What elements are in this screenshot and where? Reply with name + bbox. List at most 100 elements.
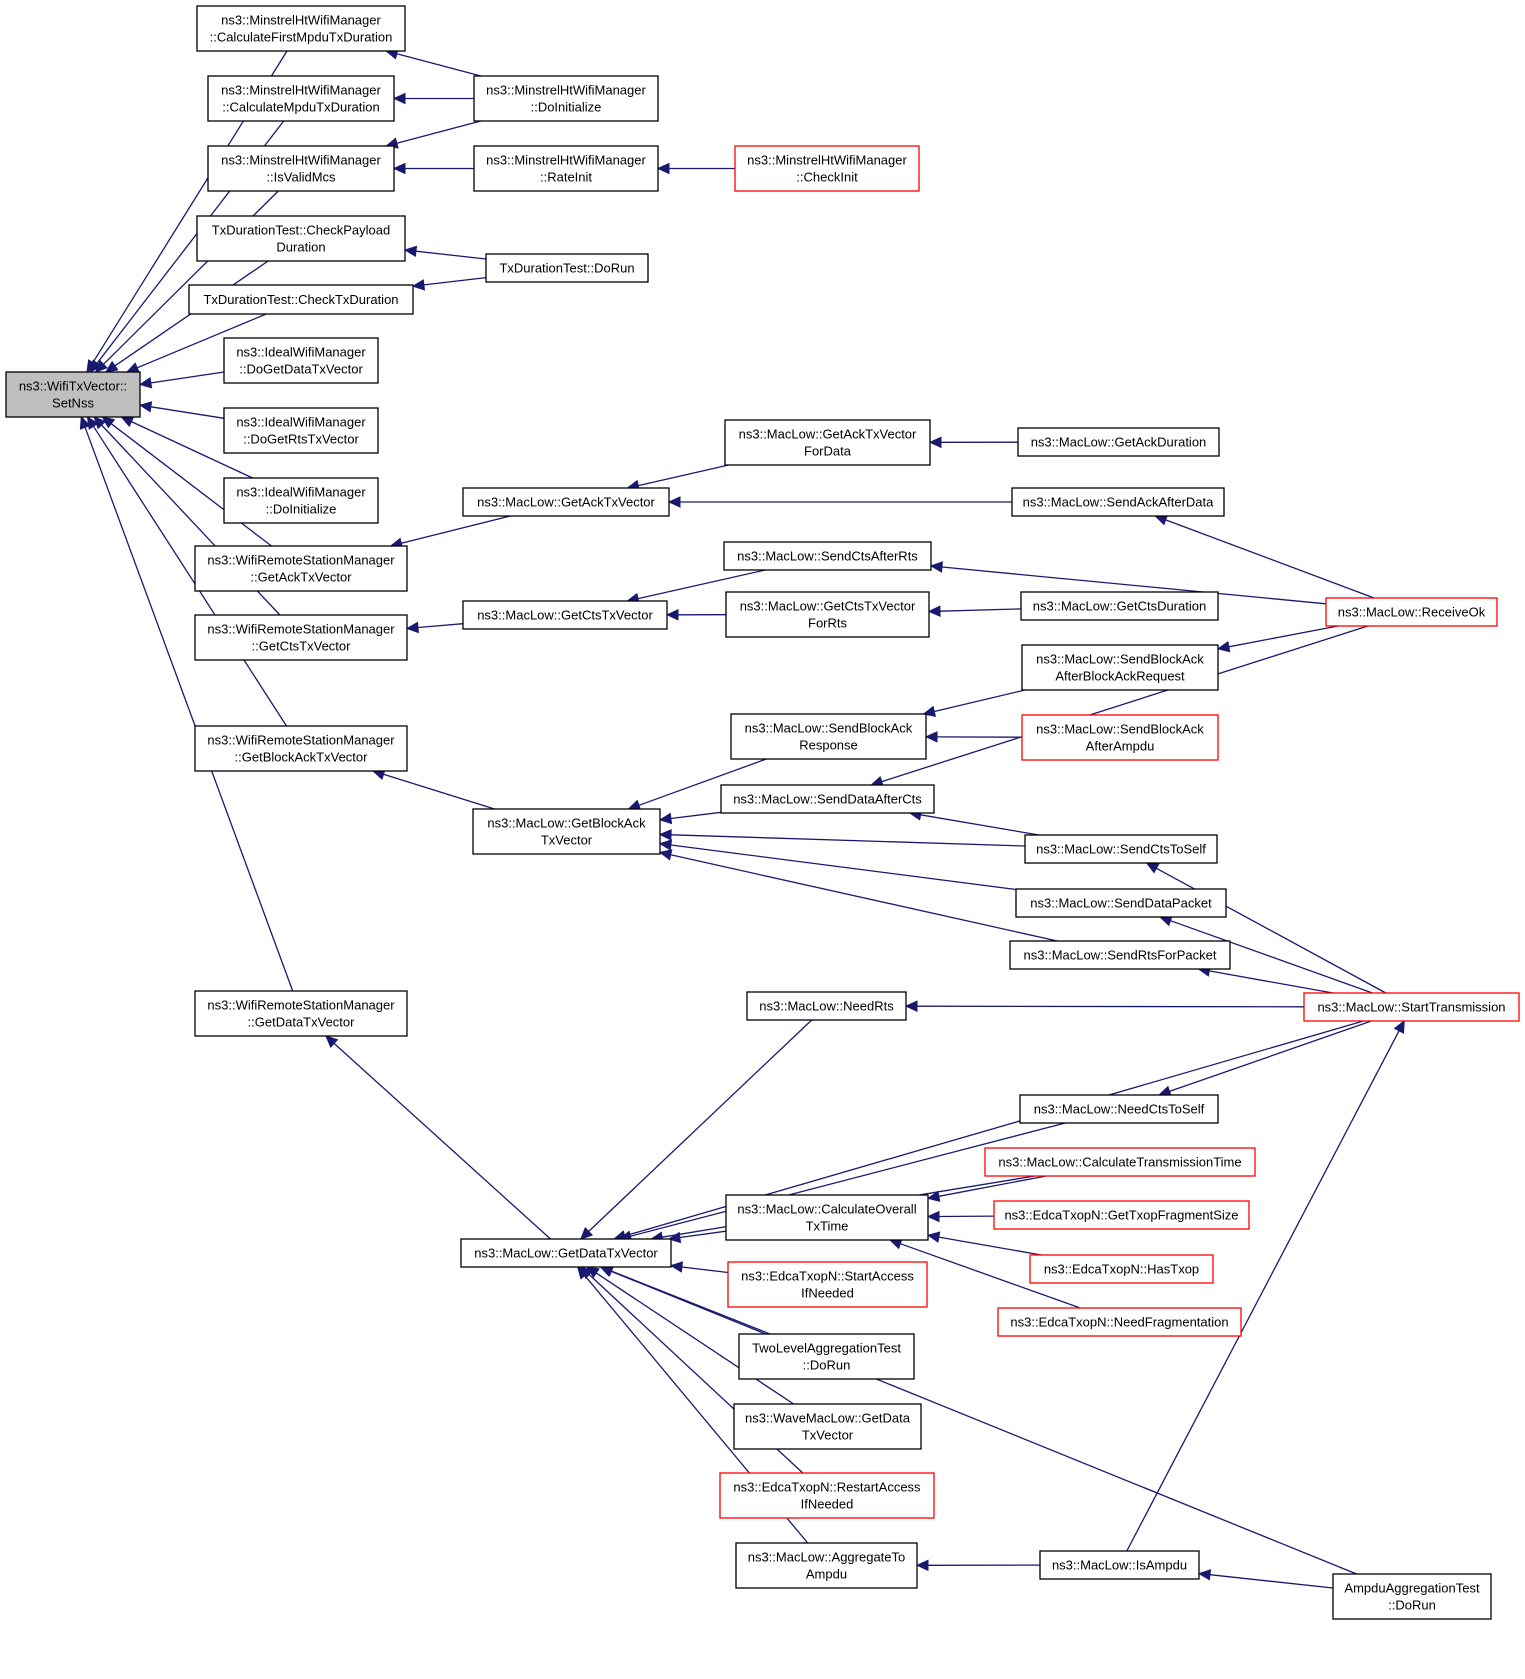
node-i_rts[interactable]: ns3::IdealWifiManager::DoGetRtsTxVector [223, 407, 379, 454]
arrowhead-ampdu_test-to-ml_data [599, 1265, 614, 1277]
node-label-ml_aggr-1: Ampdu [806, 1567, 847, 1582]
edge-ml_block-to-w_block [383, 773, 495, 810]
node-w_cts[interactable]: ns3::WifiRemoteStationManager::GetCtsTxV… [194, 614, 408, 661]
node-box-ml_start [1303, 992, 1520, 1022]
node-box-ml_srts [1009, 940, 1231, 970]
node-box-ml_ctsdur [1020, 591, 1219, 621]
arrowhead-i_init-to-root [120, 416, 135, 428]
node-m_first[interactable]: ns3::MinstrelHtWifiManager::CalculateFir… [196, 5, 406, 52]
node-label-tl_dorun-0: TwoLevelAggregationTest [752, 1341, 901, 1356]
edge-e_has-to-ml_calcoverall [938, 1236, 1042, 1256]
node-m_valid[interactable]: ns3::MinstrelHtWifiManager::IsValidMcs [207, 145, 395, 192]
arrowhead-ml_start-to-ml_scts [1145, 862, 1160, 874]
edge-ml_start-to-ml_scts [1156, 867, 1387, 994]
node-label-ml_sbaabr-1: AfterBlockAckRequest [1055, 669, 1185, 684]
node-label-ml_block-0: ns3::MacLow::GetBlockAck [487, 816, 646, 831]
node-ml_ack[interactable]: ns3::MacLow::GetAckTxVector [462, 487, 670, 517]
node-ml_sendcts[interactable]: ns3::MacLow::SendCtsAfterRts [723, 541, 932, 571]
node-box-t_checktx [188, 284, 414, 315]
node-ml_block[interactable]: ns3::MacLow::GetBlockAckTxVector [472, 808, 661, 855]
node-label-m_valid-1: ::IsValidMcs [266, 170, 336, 185]
node-tl_dorun[interactable]: TwoLevelAggregationTest::DoRun [738, 1333, 915, 1380]
arrowhead-t_payload-to-root [104, 360, 119, 373]
node-w_ack[interactable]: ns3::WifiRemoteStationManager::GetAckTxV… [194, 545, 408, 592]
node-ml_scts[interactable]: ns3::MacLow::SendCtsToSelf [1024, 834, 1218, 864]
node-e_frag[interactable]: ns3::EdcaTxopN::GetTxopFragmentSize [993, 1200, 1250, 1230]
node-i_data[interactable]: ns3::IdealWifiManager::DoGetDataTxVector [223, 337, 379, 384]
node-ml_sdac[interactable]: ns3::MacLow::SendDataAfterCts [720, 784, 935, 814]
edge-ml_ackfor-to-ml_ack [638, 464, 729, 487]
node-wave[interactable]: ns3::WaveMacLow::GetDataTxVector [733, 1403, 922, 1450]
arrowhead-ml_recv-to-ml_sbaabr [1216, 641, 1231, 653]
arrowhead-ml_sdp-to-ml_block [658, 839, 673, 851]
node-ml_cts[interactable]: ns3::MacLow::GetCtsTxVector [462, 600, 668, 630]
node-m_checkinit[interactable]: ns3::MinstrelHtWifiManager::CheckInit [734, 145, 920, 192]
node-box-m_mpdu [207, 75, 395, 122]
node-label-w_cts-0: ns3::WifiRemoteStationManager [207, 622, 395, 637]
node-m_mpdu[interactable]: ns3::MinstrelHtWifiManager::CalculateMpd… [207, 75, 395, 122]
node-label-w_block-1: ::GetBlockAckTxVector [235, 750, 369, 765]
node-label-ml_sendack-0: ns3::MacLow::SendAckAfterData [1023, 495, 1215, 510]
node-ml_sendack[interactable]: ns3::MacLow::SendAckAfterData [1011, 487, 1225, 517]
node-i_init[interactable]: ns3::IdealWifiManager::DoInitialize [223, 477, 379, 524]
node-box-root [5, 371, 141, 418]
edge-layer [79, 48, 1405, 1589]
node-ml_ackdur[interactable]: ns3::MacLow::GetAckDuration [1017, 427, 1220, 457]
node-box-ml_calcoverall [725, 1194, 929, 1241]
edge-ml_ctsdur-to-ml_ctsfor [939, 608, 1022, 612]
node-ml_ctsdur[interactable]: ns3::MacLow::GetCtsDuration [1020, 591, 1219, 621]
node-label-ml_ackfor-0: ns3::MacLow::GetAckTxVector [739, 427, 917, 442]
node-box-ml_sendack [1011, 487, 1225, 517]
edge-ml_sendcts-to-ml_cts [637, 569, 766, 600]
node-e_has[interactable]: ns3::EdcaTxopN::HasTxop [1029, 1254, 1214, 1284]
node-w_block[interactable]: ns3::WifiRemoteStationManager::GetBlockA… [194, 725, 408, 772]
edge-ml_calctx-to-ml_calcoverall [938, 1175, 1047, 1197]
node-ml_sbaabr[interactable]: ns3::MacLow::SendBlockAckAfterBlockAckRe… [1021, 644, 1219, 691]
arrowhead-m_doinit-to-m_mpdu [392, 92, 406, 105]
node-m_doinit[interactable]: ns3::MinstrelHtWifiManager::DoInitialize [473, 75, 659, 122]
arrowhead-m_mpdu-to-root [89, 359, 102, 373]
node-box-ml_scts [1024, 834, 1218, 864]
node-ml_recv[interactable]: ns3::MacLow::ReceiveOk [1325, 597, 1498, 627]
node-w_data[interactable]: ns3::WifiRemoteStationManager::GetDataTx… [194, 990, 408, 1037]
node-label-ml_aggr-0: ns3::MacLow::AggregateTo [748, 1550, 906, 1565]
node-root[interactable]: ns3::WifiTxVector::SetNss [5, 371, 141, 418]
node-e_needfrag[interactable]: ns3::EdcaTxopN::NeedFragmentation [997, 1307, 1242, 1337]
edge-ampdu_test-to-ml_isampdu [1209, 1574, 1334, 1589]
node-ampdu_test[interactable]: AmpduAggregationTest::DoRun [1332, 1573, 1492, 1620]
node-t_checktx[interactable]: TxDurationTest::CheckTxDuration [188, 284, 414, 315]
node-ml_needrts[interactable]: ns3::MacLow::NeedRts [746, 991, 907, 1021]
node-t_dorun[interactable]: TxDurationTest::DoRun [485, 253, 649, 283]
node-label-w_data-0: ns3::WifiRemoteStationManager [207, 998, 395, 1013]
node-box-t_payload [196, 215, 406, 262]
node-box-w_block [194, 725, 408, 772]
arrowhead-m_rateinit-to-m_valid [392, 162, 406, 175]
node-label-w_ack-0: ns3::WifiRemoteStationManager [207, 553, 395, 568]
node-ml_sdp[interactable]: ns3::MacLow::SendDataPacket [1015, 888, 1227, 918]
edge-ml_scts-to-ml_block [670, 834, 1026, 847]
edge-i_rts-to-root [150, 406, 225, 419]
node-ml_start[interactable]: ns3::MacLow::StartTransmission [1303, 992, 1520, 1022]
edge-ml_sdac-to-ml_block [670, 811, 722, 820]
node-box-e_has [1029, 1254, 1214, 1284]
arrowhead-ml_ackdur-to-ml_ackfor [928, 436, 942, 449]
node-ml_srts[interactable]: ns3::MacLow::SendRtsForPacket [1009, 940, 1231, 970]
node-ml_needcts[interactable]: ns3::MacLow::NeedCtsToSelf [1019, 1094, 1219, 1124]
edge-ml_needcts-to-ml_data [630, 1122, 1066, 1237]
node-box-m_checkinit [734, 145, 920, 192]
node-m_rateinit[interactable]: ns3::MinstrelHtWifiManager::RateInit [473, 145, 659, 192]
node-ml_isampdu[interactable]: ns3::MacLow::IsAmpdu [1039, 1550, 1200, 1580]
node-label-root-0: ns3::WifiTxVector:: [19, 379, 127, 394]
node-label-ml_calctx-0: ns3::MacLow::CalculateTransmissionTime [998, 1155, 1241, 1170]
node-ml_data[interactable]: ns3::MacLow::GetDataTxVector [460, 1238, 672, 1268]
node-ml_calctx[interactable]: ns3::MacLow::CalculateTransmissionTime [984, 1147, 1256, 1177]
